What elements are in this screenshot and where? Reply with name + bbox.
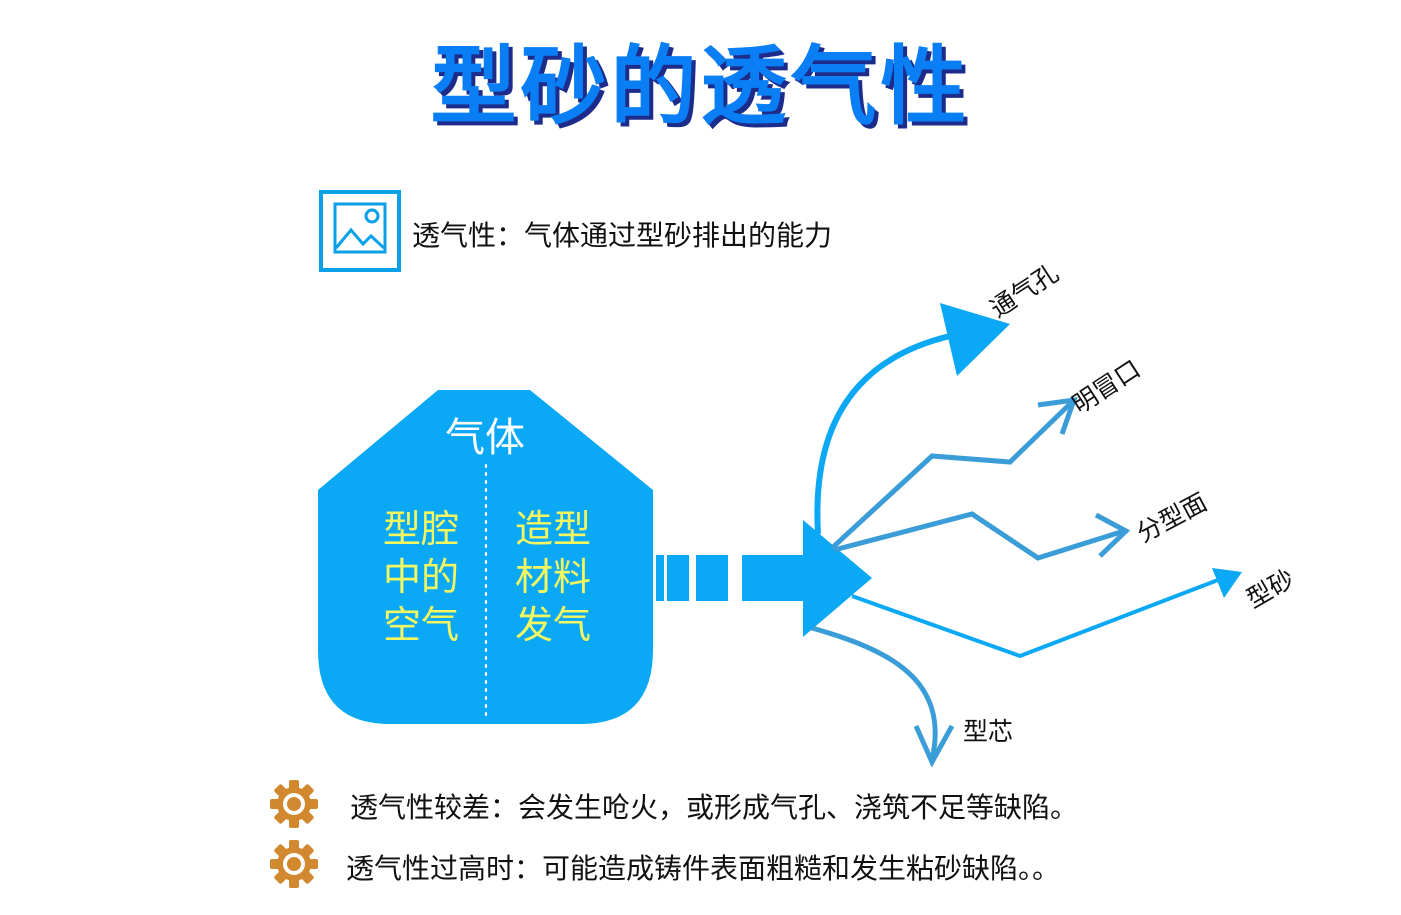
outlet-arrow-riser <box>830 400 1074 550</box>
gas-source-line: 型腔 <box>382 507 459 551</box>
outlet-arrowhead-core <box>913 724 955 768</box>
gas-source-line: 中的 <box>382 555 459 599</box>
outlet-arrow-sand <box>851 578 1219 659</box>
gas-source-line: 空气 <box>382 603 459 647</box>
note-high-permeability: 透气性过高时：可能造成铸件表面粗糙和发生粘砂缺陷。。 <box>346 852 1061 885</box>
outlet-arrow-core <box>811 625 938 761</box>
outlet-arrowhead-vent <box>940 303 1010 376</box>
flow-dash-1 <box>656 555 664 601</box>
gas-source-line: 造型 <box>514 507 591 551</box>
flow-arrowhead <box>803 520 872 637</box>
image-icon <box>319 190 401 272</box>
outlet-arrowhead-parting <box>1094 512 1131 558</box>
gas-source-material-gas: 造型 材料 发气 <box>508 505 598 649</box>
gas-source-line: 发气 <box>514 603 591 647</box>
gas-block-title: 气体 <box>445 415 525 461</box>
outlet-arrowhead-sand <box>1212 568 1242 598</box>
outlet-label-core: 型芯 <box>963 717 1014 746</box>
flow-shaft <box>742 555 806 601</box>
outlet-arrow-vent <box>814 333 951 535</box>
gas-source-cavity-air: 型腔 中的 空气 <box>376 505 466 649</box>
page-title: 型砂的透气性 <box>430 37 971 137</box>
flow-dash-2 <box>667 555 689 601</box>
gear-icon <box>270 840 318 888</box>
flow-dash-3 <box>696 555 728 601</box>
gear-icon <box>270 780 318 828</box>
outlet-arrowhead-riser <box>1037 396 1078 435</box>
gas-source-line: 材料 <box>514 555 591 599</box>
definition-text: 透气性：气体通过型砂排出的能力 <box>412 219 833 252</box>
gas-block <box>318 390 653 724</box>
outlet-arrow-parting <box>833 511 1125 561</box>
note-poor-permeability: 透气性较差：会发生呛火，或形成气孔、浇筑不足等缺陷。 <box>350 791 1079 824</box>
